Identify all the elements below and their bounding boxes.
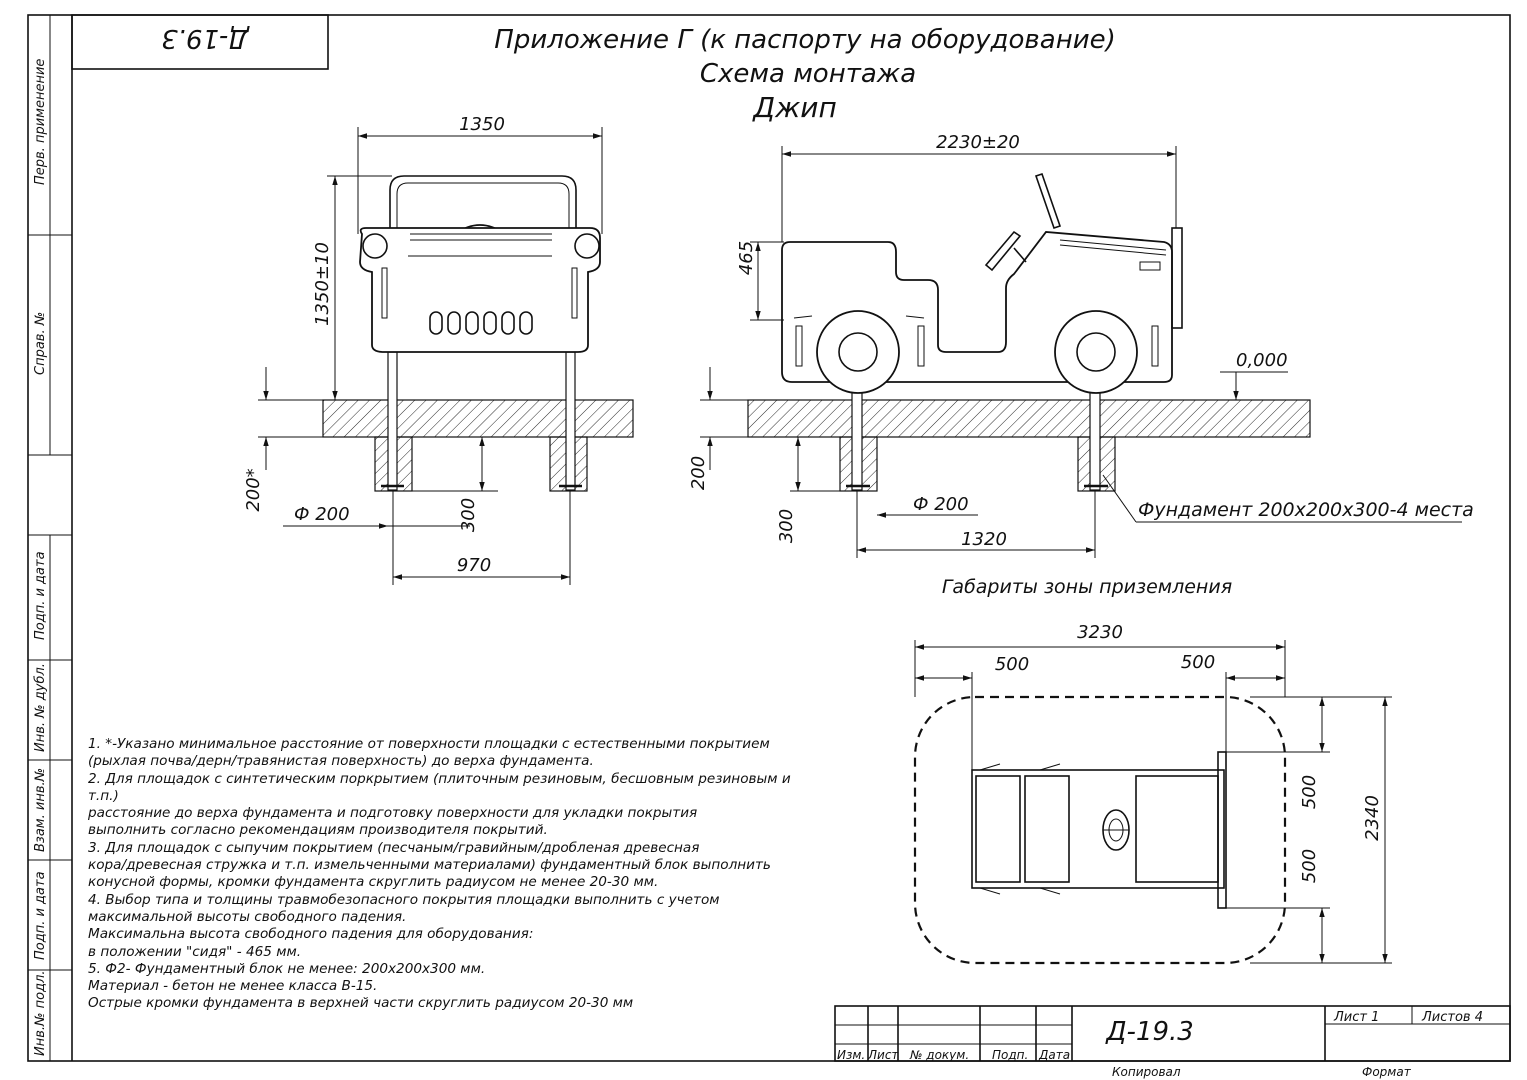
title-col-data: Дата: [1038, 1048, 1070, 1062]
note-line: Острые кромки фундамента в верхней части…: [88, 995, 634, 1012]
title-block-code: Д-19.3: [1105, 1017, 1194, 1047]
side-label-sprav: Справ. №: [33, 312, 48, 375]
front-diameter-dim: Ф 200: [294, 504, 350, 525]
note-line: 3. Для площадок с сыпучим покрытием (пес…: [88, 839, 700, 856]
front-ground: [322, 399, 634, 438]
side-labels: Перв. применение Справ. № Подп. и дата И…: [33, 59, 48, 1056]
side-foundation-note: Фундамент 200х200х300-4 места: [1138, 499, 1474, 521]
header-line2: Схема монтажа: [700, 59, 916, 89]
header-line3: Джип: [751, 91, 837, 124]
front-width-dim: 1350: [459, 114, 505, 135]
notes-block: 1. *-Указано минимальное расстояние от п…: [88, 736, 808, 1013]
note-line: т.п.): [88, 787, 119, 804]
title-col-docum: № докум.: [909, 1048, 969, 1062]
landing-zone-title: Габариты зоны приземления: [942, 576, 1232, 598]
title-block: Изм. Лист № докум. Подп. Дата Д-19.3 Лис…: [834, 1005, 1511, 1079]
front-foundation-depth-dim: 300: [458, 498, 479, 532]
side-wheel-rear: [1054, 310, 1138, 394]
side-label-inv-dubl: Инв. № дубл.: [33, 663, 48, 752]
landing-height-dim: 2340: [1362, 795, 1383, 841]
note-line: в положении "сидя" - 465 мм.: [88, 943, 302, 960]
side-label-podp-2: Подп. и дата: [33, 871, 48, 960]
note-line: 4. Выбор типа и толщины травмобезопасног…: [88, 891, 720, 908]
front-min-depth-dim: 200*: [243, 468, 264, 511]
drawing-frame: [27, 14, 1511, 1062]
side-seat-height-dim: 465: [736, 241, 757, 275]
landing-top-margin-dim: 500: [1299, 775, 1320, 809]
side-level-dim: 0,000: [1236, 350, 1288, 371]
code-box: Д-19.3: [71, 14, 329, 70]
note-line: расстояние до верха фундамента и подгото…: [88, 805, 698, 822]
note-line: кора/древесная стружка и т.п. измельченн…: [88, 857, 771, 874]
side-spacing-dim: 1320: [961, 529, 1007, 550]
side-label-perv: Перв. применение: [33, 59, 48, 185]
note-line: конусной формы, кромки фундамента скругл…: [88, 874, 659, 891]
side-diameter-dim: Ф 200: [913, 494, 969, 515]
note-line: Материал - бетон не менее класса В-15.: [88, 978, 378, 995]
front-body: [359, 227, 601, 353]
note-line: выполнить согласно рекомендациям произво…: [88, 822, 548, 839]
front-spacing-dim: 970: [457, 555, 491, 576]
landing-width-dim: 3230: [1077, 622, 1123, 643]
title-col-izm: Изм.: [837, 1048, 865, 1062]
code-box-text: Д-19.3: [161, 23, 250, 53]
title-sheets-label: Листов 4: [1421, 1010, 1483, 1025]
side-label-inv-podl: Инв.№ подл.: [33, 970, 48, 1056]
side-view: 2230±20 465 0,000 200 300 Ф 200 1320 Фун…: [688, 132, 1474, 558]
landing-left-margin-dim: 500: [995, 654, 1029, 675]
title-col-list: Лист: [867, 1048, 899, 1062]
title-copied: Копировал: [1112, 1065, 1181, 1079]
side-wheel-front: [816, 310, 900, 394]
side-foundation-depth-dim: 300: [776, 509, 797, 543]
header-line1: Приложение Г (к паспорту на оборудование…: [494, 25, 1115, 55]
landing-zone-vehicle: [971, 751, 1227, 909]
landing-bottom-margin-dim: 500: [1299, 849, 1320, 883]
front-view: 1350 1350±10 200* Ф 200 300 970: [243, 114, 634, 585]
title-format: Формат: [1362, 1065, 1412, 1079]
landing-right-margin-dim: 500: [1181, 652, 1215, 673]
landing-zone: Габариты зоны приземления 3230 500 500: [913, 576, 1392, 965]
side-ground: [747, 399, 1311, 438]
header: Приложение Г (к паспорту на оборудование…: [494, 25, 1115, 124]
landing-zone-outline: [913, 695, 1287, 965]
side-length-dim: 2230±20: [936, 132, 1020, 153]
title-col-podp: Подп.: [992, 1048, 1028, 1062]
front-height-dim: 1350±10: [312, 242, 333, 326]
note-line: 1. *-Указано минимальное расстояние от п…: [88, 736, 770, 752]
title-sheet-label: Лист 1: [1333, 1010, 1379, 1025]
note-line: максимальной высоты свободного падения.: [88, 908, 407, 925]
note-line: 2. Для площадок с синтетическим поркрыти…: [88, 770, 791, 787]
note-line: 5. Ф2- Фундаментный блок не менее: 200х2…: [88, 960, 486, 977]
side-foundation-height-dim: 200: [688, 456, 709, 490]
side-label-vzam: Взам. инв.№: [33, 768, 48, 852]
side-label-podp-1: Подп. и дата: [33, 551, 48, 640]
note-line: Максимальна высота свободного падения дл…: [88, 926, 534, 943]
note-line: (рыхлая почва/дерн/травянистая поверхнос…: [88, 753, 594, 770]
